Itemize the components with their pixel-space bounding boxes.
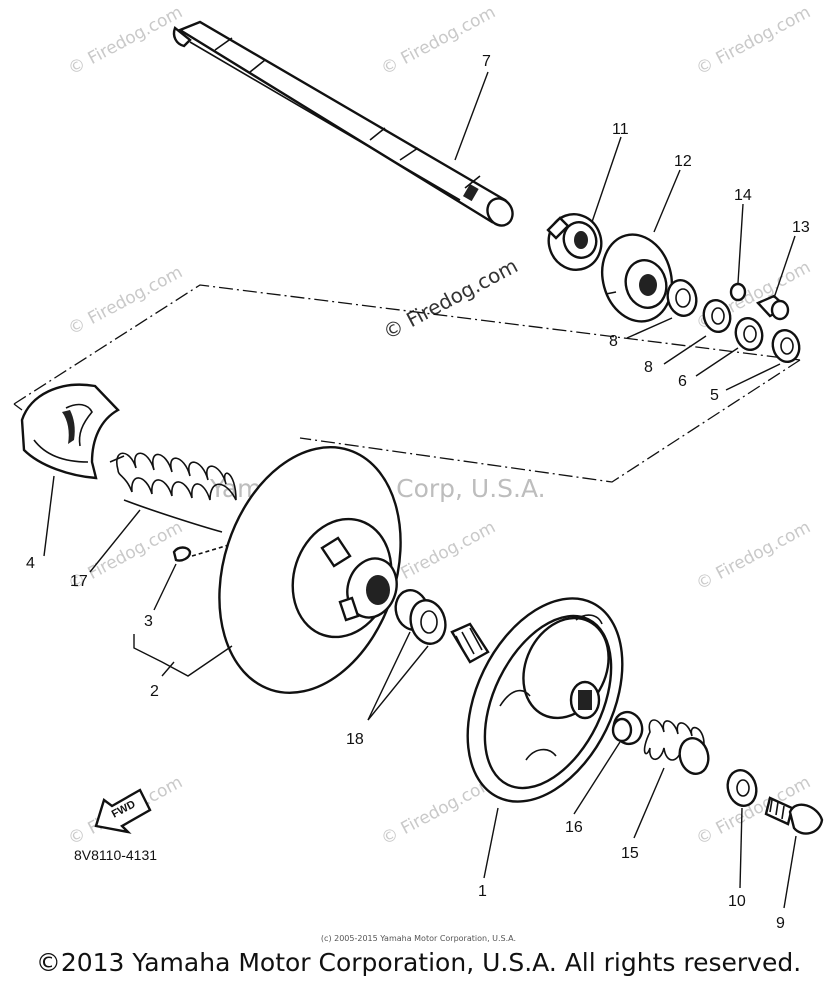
watermark-text: © Firedog.com xyxy=(65,262,186,339)
watermark-text-dark: © Firedog.com xyxy=(379,253,522,344)
assembly-frame xyxy=(13,284,801,483)
cam-slider-4 xyxy=(20,383,120,480)
callout-1: 1 xyxy=(478,883,487,900)
washer-10 xyxy=(726,769,758,807)
callout-12: 12 xyxy=(674,153,692,170)
callout-4: 4 xyxy=(26,555,35,572)
callout-8b: 8 xyxy=(644,359,653,376)
collar-16 xyxy=(611,710,644,746)
small-hardware xyxy=(666,279,801,364)
watermark-text: © Firedog.com xyxy=(693,517,814,594)
callout-14: 14 xyxy=(734,187,752,204)
leader-lines xyxy=(43,71,797,909)
callout-13: 13 xyxy=(792,219,810,236)
pin-3 xyxy=(172,543,233,562)
callout-6: 6 xyxy=(678,373,687,390)
secondary-shaft xyxy=(172,20,514,227)
fwd-arrow: FWD xyxy=(94,788,152,834)
callout-7: 7 xyxy=(482,53,491,70)
callout-18: 18 xyxy=(346,731,364,748)
callout-16: 16 xyxy=(565,819,583,836)
part-number: 8V8110-4131 xyxy=(74,847,157,863)
copyright-notice: ©2013 Yamaha Motor Corporation, U.S.A. A… xyxy=(35,948,802,977)
watermark-text: © Firedog.com xyxy=(693,2,814,79)
bearing-11 xyxy=(546,213,603,271)
watermark-group: © Firedog.com © Firedog.com © Firedog.co… xyxy=(65,2,814,849)
callout-15: 15 xyxy=(621,845,639,862)
watermark-text: © Firedog.com xyxy=(378,2,499,79)
callout-9: 9 xyxy=(776,915,785,932)
bolt-9 xyxy=(764,796,824,835)
spring-17 xyxy=(109,452,237,533)
callout-17: 17 xyxy=(70,573,88,590)
bearing-housing-12 xyxy=(601,233,673,323)
watermark-text: © Firedog.com xyxy=(65,2,186,79)
callout-8a: 8 xyxy=(609,333,618,350)
washers-18 xyxy=(394,589,447,645)
small-credit: (c) 2005-2015 Yamaha Motor Corporation, … xyxy=(320,934,517,943)
callout-10: 10 xyxy=(728,893,746,910)
callout-labels: 7 11 12 14 13 8 8 6 5 4 17 3 2 18 1 16 1… xyxy=(26,53,810,932)
fixed-sheave-2 xyxy=(218,446,402,694)
sliding-sheave-1 xyxy=(450,597,624,803)
callout-11: 11 xyxy=(612,121,629,138)
callout-3: 3 xyxy=(144,613,153,630)
callout-2: 2 xyxy=(150,683,159,700)
callout-5: 5 xyxy=(710,387,719,404)
spring-15 xyxy=(643,719,710,775)
